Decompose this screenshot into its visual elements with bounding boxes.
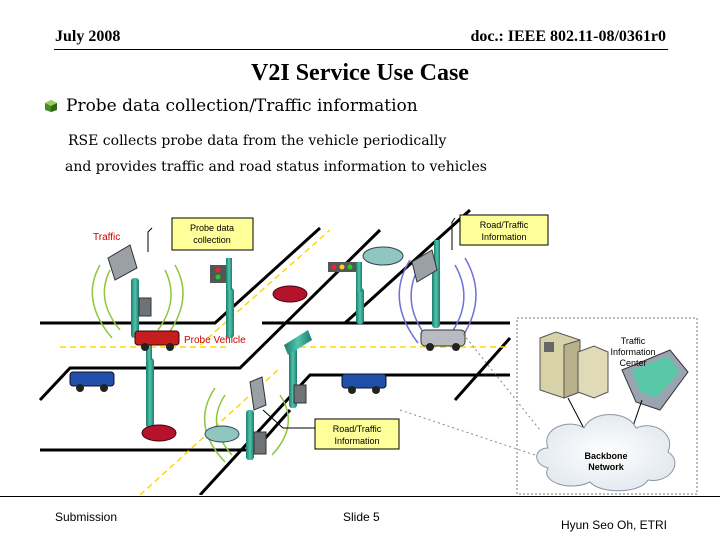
- operator-console-icon: [621, 349, 689, 411]
- tic-label-2: Information: [610, 347, 655, 357]
- vehicle-green-car-bottom: [204, 425, 240, 443]
- traffic-label: Traffic: [93, 232, 120, 243]
- v2i-diagram: Probe data collection Road/Traffic Infor…: [38, 208, 698, 495]
- rse-pole-traffic: [107, 244, 152, 338]
- signal-pole-right: [328, 262, 364, 324]
- signal-pole-left: [210, 258, 234, 338]
- vehicle-green-car-top: [362, 246, 404, 266]
- backbone-cloud-icon: [536, 414, 676, 492]
- backbone-label-2: Network: [588, 462, 625, 472]
- vehicle-blue-pickup-left: [69, 371, 115, 392]
- bullet-cube-icon: [45, 100, 57, 112]
- rse-pole-bottom: [246, 376, 267, 460]
- callout-road-traffic-top: Road/Traffic Information: [451, 214, 549, 250]
- callout-road-traffic-bottom: Road/Traffic Information: [262, 409, 400, 450]
- vehicle-red-car-mid: [272, 285, 308, 303]
- vehicle-blue-pickup-right: [341, 373, 387, 394]
- header-date: July 2008: [55, 28, 121, 45]
- header-doc-id: doc.: IEEE 802.11-08/0361r0: [470, 28, 666, 45]
- bullet-text: Probe data collection/Traffic informatio…: [66, 96, 418, 116]
- vehicle-silver-suv: [420, 329, 466, 351]
- tic-label-3: Center: [619, 358, 646, 368]
- header-divider: [54, 49, 668, 50]
- svg-text:Probe data: Probe data: [190, 223, 234, 233]
- wave-signals: [91, 257, 477, 463]
- svg-text:Information: Information: [334, 436, 379, 446]
- svg-text:collection: collection: [193, 235, 231, 245]
- backbone-label-1: Backbone: [584, 451, 627, 461]
- description-line-2: and provides traffic and road status inf…: [65, 159, 487, 175]
- rse-pole-center: [284, 330, 312, 408]
- footer-author: Hyun Seo Oh, ETRI: [560, 518, 667, 532]
- tic-label-1: Traffic: [621, 336, 646, 346]
- footer-slide-number: Slide 5: [343, 510, 380, 524]
- connection-lines: [399, 329, 541, 456]
- tic-dotted-box: [516, 317, 698, 495]
- callout-probe-data: Probe data collection: [147, 217, 254, 252]
- footer-submission: Submission: [55, 510, 118, 524]
- svg-text:Information: Information: [481, 232, 526, 242]
- vehicle-red-pickup: [134, 330, 180, 351]
- slide-title: V2I Service Use Case: [251, 60, 469, 86]
- description-line-1: RSE collects probe data from the vehicle…: [68, 133, 447, 149]
- bullet-item: Probe data collection/Traffic informatio…: [44, 96, 418, 116]
- probe-vehicle-label: Probe Vehicle: [184, 335, 246, 346]
- vehicle-red-car-bottom: [141, 424, 177, 442]
- rse-pole-road-traffic: [411, 240, 440, 328]
- footer-divider: [0, 496, 720, 497]
- rse-pole-probe: [146, 340, 154, 428]
- server-icon: [539, 331, 609, 399]
- svg-text:Road/Traffic: Road/Traffic: [480, 220, 529, 230]
- svg-text:Road/Traffic: Road/Traffic: [333, 424, 382, 434]
